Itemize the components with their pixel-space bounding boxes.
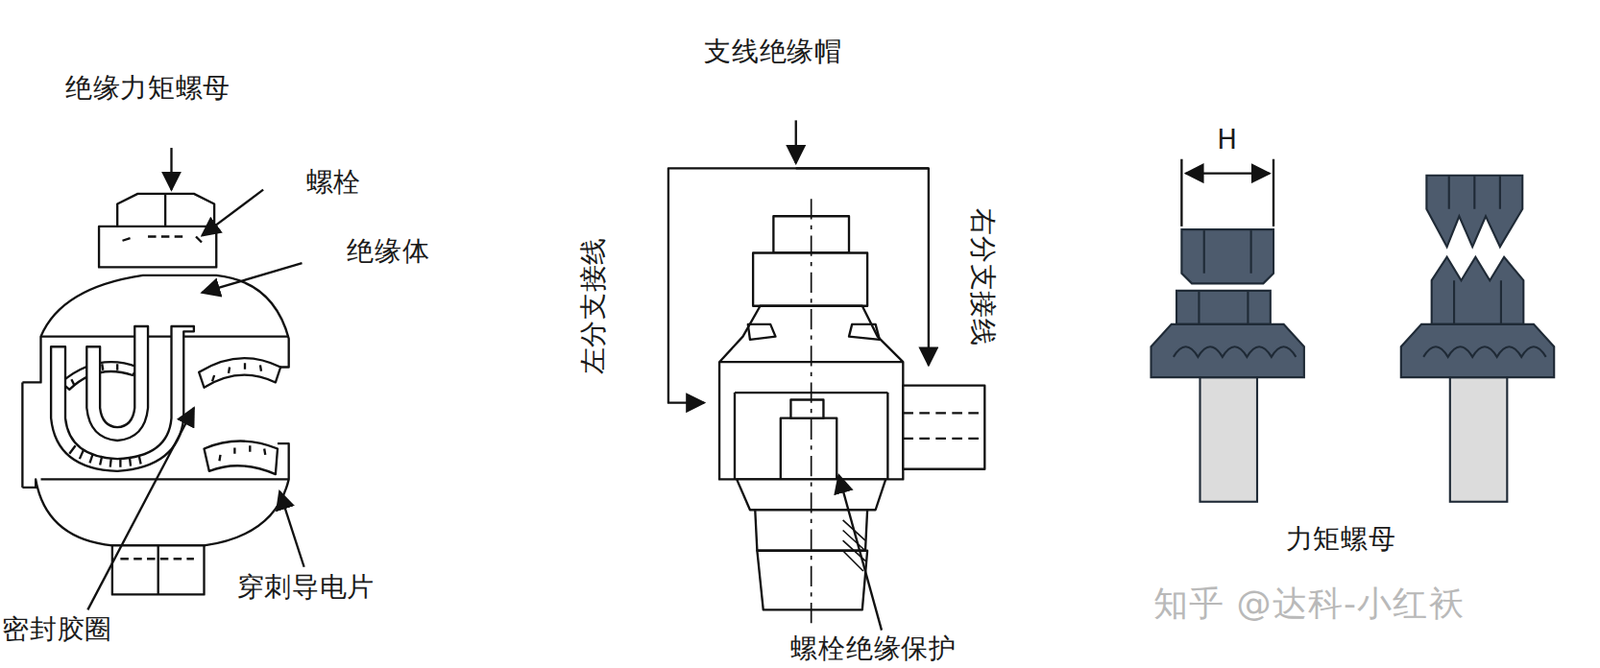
part-label: 绝缘力矩螺母 bbox=[65, 73, 231, 105]
part-label: 密封胶圈 bbox=[1, 615, 113, 647]
part-label: 螺栓绝缘保护 bbox=[790, 634, 956, 666]
vertical-label: 左分支接线 bbox=[578, 237, 609, 375]
part-label: 绝缘体 bbox=[346, 237, 430, 268]
vertical-label: 右分支接线 bbox=[966, 208, 997, 346]
dimension-label: H bbox=[1216, 125, 1238, 157]
watermark: 知乎 @达科-小红袄 bbox=[1153, 583, 1465, 625]
part-label: 螺栓 bbox=[306, 167, 362, 198]
part-label: 支线绝缘帽 bbox=[703, 36, 842, 68]
part-label: 穿刺导电片 bbox=[237, 572, 375, 604]
figure-label: 力矩螺母 bbox=[1285, 524, 1397, 556]
